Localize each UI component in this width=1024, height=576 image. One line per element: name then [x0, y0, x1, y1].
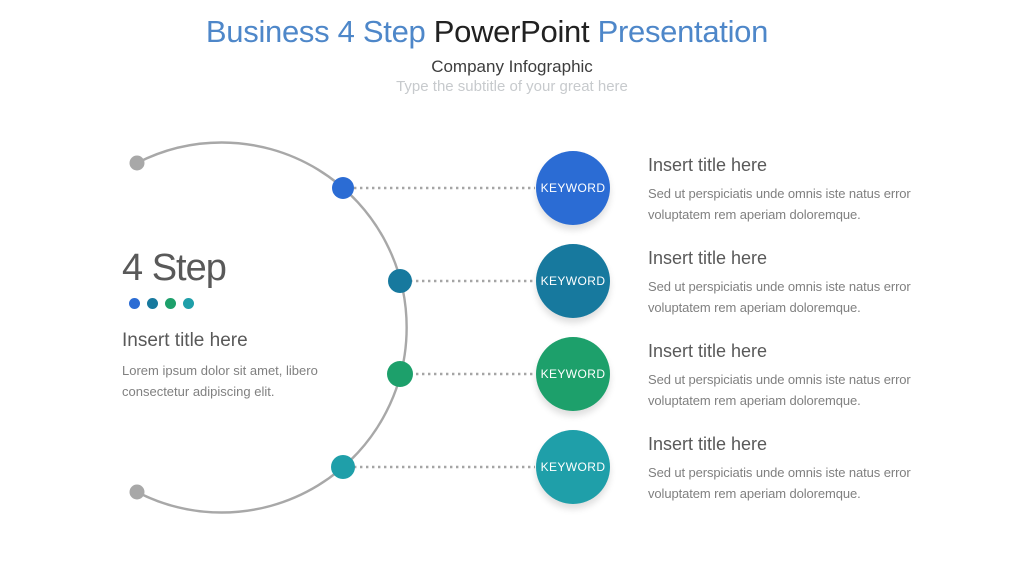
arc-endpoint-dot-bottom: [129, 484, 145, 500]
keyword-circle-4: KEYWORD: [536, 430, 610, 504]
step-text-3: Insert title here Sed ut perspiciatis un…: [648, 341, 948, 411]
step-count-heading: 4 Step: [122, 247, 227, 289]
palette-dot-3: [165, 298, 176, 309]
slide-subtitle: Company Infographic: [431, 57, 593, 76]
slide-title-leading: Business 4 Step: [205, 14, 434, 49]
keyword-circle-2: KEYWORD: [536, 244, 610, 318]
step-text-4: Insert title here Sed ut perspiciatis un…: [648, 434, 948, 504]
arc-step-dot-2: [388, 269, 412, 293]
arc-step-dot-4: [331, 455, 355, 479]
slide-subtitle-placeholder: Type the subtitle of your great here: [396, 78, 628, 95]
keyword-circle-1: KEYWORD: [536, 151, 610, 225]
palette-dots: [129, 298, 194, 309]
step-title: Insert title here: [648, 341, 768, 361]
keyword-label: KEYWORD: [540, 274, 606, 288]
step-row-3: KEYWORD Insert title here Sed ut perspic…: [536, 337, 956, 411]
keyword-label: KEYWORD: [540, 367, 606, 381]
step-description: Sed ut perspiciatis unde omnis iste natu…: [648, 465, 911, 501]
keyword-circle-3: KEYWORD: [536, 337, 610, 411]
step-title: Insert title here: [648, 155, 768, 175]
step-row-1: KEYWORD Insert title here Sed ut perspic…: [536, 151, 956, 225]
keyword-label: KEYWORD: [540, 181, 606, 195]
slide-title: Business 4 Step PowerPoint Presentation: [0, 14, 999, 50]
palette-dot-4: [183, 298, 194, 309]
left-panel-description: Lorem ipsum dolor sit amet, libero conse…: [122, 363, 318, 399]
step-description: Sed ut perspiciatis unde omnis iste natu…: [648, 186, 911, 222]
palette-dot-2: [147, 298, 158, 309]
left-panel-title: Insert title here: [122, 330, 248, 351]
arc-step-dot-1: [332, 177, 354, 199]
step-text-2: Insert title here Sed ut perspiciatis un…: [648, 248, 948, 318]
step-row-4: KEYWORD Insert title here Sed ut perspic…: [536, 430, 956, 504]
step-text-1: Insert title here Sed ut perspiciatis un…: [648, 155, 948, 225]
slide-title-trailing: Presentation: [597, 14, 769, 49]
arc-step-dot-3: [387, 361, 413, 387]
step-row-2: KEYWORD Insert title here Sed ut perspic…: [536, 244, 956, 318]
keyword-label: KEYWORD: [540, 460, 606, 474]
step-title: Insert title here: [648, 434, 768, 454]
slide-header: Business 4 Step PowerPoint Presentation …: [0, 14, 1024, 95]
arc-endpoint-dot-top: [129, 155, 145, 171]
step-description: Sed ut perspiciatis unde omnis iste natu…: [648, 279, 911, 315]
slide-title-middle: PowerPoint: [433, 14, 598, 49]
step-title: Insert title here: [648, 248, 768, 268]
palette-dot-1: [129, 298, 140, 309]
step-description: Sed ut perspiciatis unde omnis iste natu…: [648, 372, 911, 408]
arc-line: [136, 141, 408, 514]
